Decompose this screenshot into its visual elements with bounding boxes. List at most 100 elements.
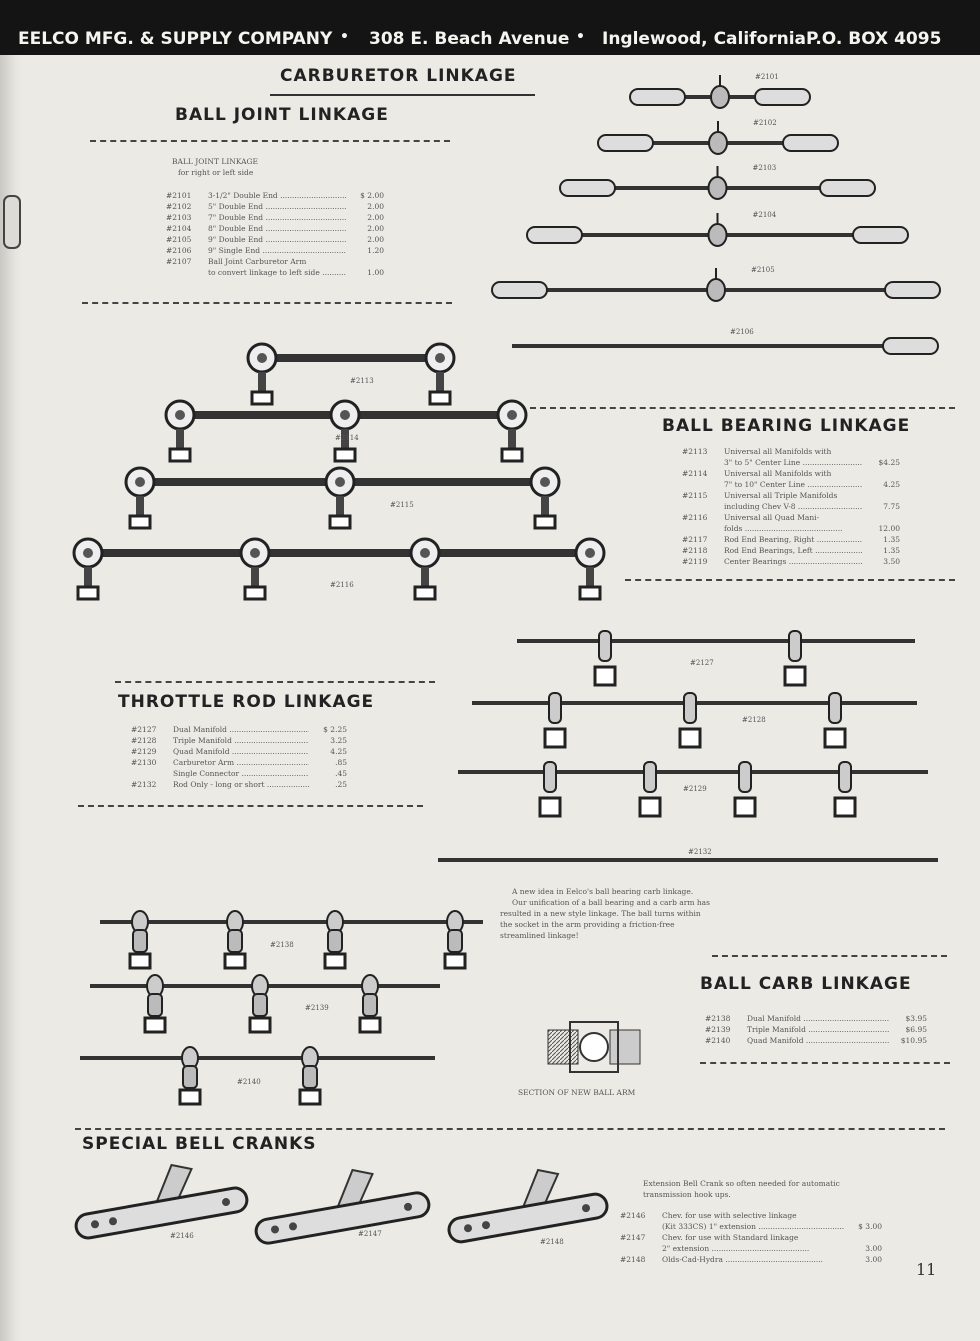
ball-carb-linkage: #2140 <box>80 1046 435 1106</box>
price: .25 <box>335 780 347 789</box>
price: 3.00 <box>865 1255 882 1264</box>
price-row: to convert linkage to left side1.00 <box>166 267 384 278</box>
part-number: #2106 <box>166 246 192 255</box>
description: Single Connector <box>173 768 309 779</box>
description: (Kit 333CS) 1" extension <box>662 1221 844 1232</box>
bell-crank: #2146 <box>74 1163 249 1240</box>
company-name: EELCO MFG. & SUPPLY COMPANY <box>18 29 333 49</box>
intro-line: Our unification of a ball bearing and a … <box>500 898 711 940</box>
divider <box>700 1062 950 1064</box>
ball-joint-rod: #2102 <box>597 119 839 155</box>
price: $ 2.00 <box>360 191 384 200</box>
divider <box>78 805 423 807</box>
city: Inglewood, California <box>602 29 807 49</box>
price-row: Single Connector.45 <box>131 768 347 779</box>
part-number <box>682 523 724 534</box>
price: 3.50 <box>883 557 900 566</box>
price: 3.00 <box>865 1244 882 1253</box>
description: 8" Double End <box>208 223 346 234</box>
figure-label: #2103 <box>753 164 777 172</box>
part-number <box>131 768 173 779</box>
figure-label: #2104 <box>753 211 777 219</box>
description: Olds-Cad-Hydra <box>662 1254 844 1265</box>
part-number: #2146 <box>620 1211 646 1220</box>
description: 3" to 5" Center Line <box>724 457 862 468</box>
price: .85 <box>335 758 347 767</box>
throttle-rod: #2129 <box>458 761 928 818</box>
price: 4.25 <box>330 747 347 756</box>
price-row: folds12.00 <box>682 523 900 534</box>
price: $6.95 <box>905 1025 927 1034</box>
ball-carb-linkage: #2139 <box>90 974 440 1034</box>
part-number: #2101 <box>166 191 192 200</box>
description: Triple Manifold <box>173 735 309 746</box>
price: 1.35 <box>883 546 900 555</box>
part-number: #2116 <box>682 513 708 522</box>
ball-joint-rod: #2106 <box>512 328 939 355</box>
description: 7" to 10" Center Line <box>724 479 862 490</box>
part-number <box>682 501 724 512</box>
part-number <box>620 1243 662 1254</box>
ball-bearing-heading: BALL BEARING LINKAGE <box>662 416 911 436</box>
divider <box>82 302 452 304</box>
part-number: #2103 <box>166 213 192 222</box>
figure-label: #2102 <box>753 119 777 127</box>
part-number: #2117 <box>682 535 708 544</box>
price: $ 3.00 <box>858 1222 882 1231</box>
throttle-heading: THROTTLE ROD LINKAGE <box>118 692 375 712</box>
ball-joint-rod: #2103 <box>559 164 876 200</box>
description: Universal all Triple Manifolds <box>724 491 838 500</box>
price: $4.25 <box>878 458 900 467</box>
description: folds <box>724 523 862 534</box>
description: Dual Manifold <box>747 1013 889 1024</box>
description: 9" Single End <box>208 245 346 256</box>
price: $10.95 <box>900 1036 927 1045</box>
description: Center Bearings <box>724 556 862 567</box>
divider <box>115 681 435 683</box>
part-number: #2128 <box>131 736 157 745</box>
ball-joint-heading: BALL JOINT LINKAGE <box>175 105 389 125</box>
part-number: #2105 <box>166 235 192 244</box>
ball-joint-rod: #2101 <box>629 73 811 109</box>
figure-label: #2127 <box>690 659 714 667</box>
figure-label: #2105 <box>751 266 775 274</box>
description: Chev. for use with Standard linkage <box>662 1233 799 1242</box>
part-number <box>620 1221 662 1232</box>
price: 2.00 <box>367 235 384 244</box>
description: Ball Joint Carburetor Arm <box>208 257 307 266</box>
bullet: • <box>340 29 349 45</box>
description: 7" Double End <box>208 212 346 223</box>
ball-carb-linkage: #2138 <box>100 910 483 970</box>
intro-line: A new idea in Eelco's ball bearing carb … <box>512 887 694 896</box>
description: Universal all Manifolds with <box>724 469 832 478</box>
figure-label: #2101 <box>755 73 779 81</box>
figure-label: #2116 <box>330 581 354 589</box>
price: 1.20 <box>367 246 384 255</box>
price <box>844 1232 882 1243</box>
figure-label: #2140 <box>237 1078 261 1086</box>
price <box>862 468 900 479</box>
price-row: 7" to 10" Center Line4.25 <box>682 479 900 490</box>
price-row: #2114 Universal all Manifolds with <box>682 468 900 479</box>
section-caption: SECTION OF NEW BALL ARM <box>518 1088 636 1097</box>
description: Quad Manifold <box>747 1035 889 1046</box>
part-number: #2114 <box>682 469 708 478</box>
description: Rod End Bearings, Left <box>724 545 862 556</box>
price: 2.00 <box>367 202 384 211</box>
part-number: #2107 <box>166 257 192 266</box>
